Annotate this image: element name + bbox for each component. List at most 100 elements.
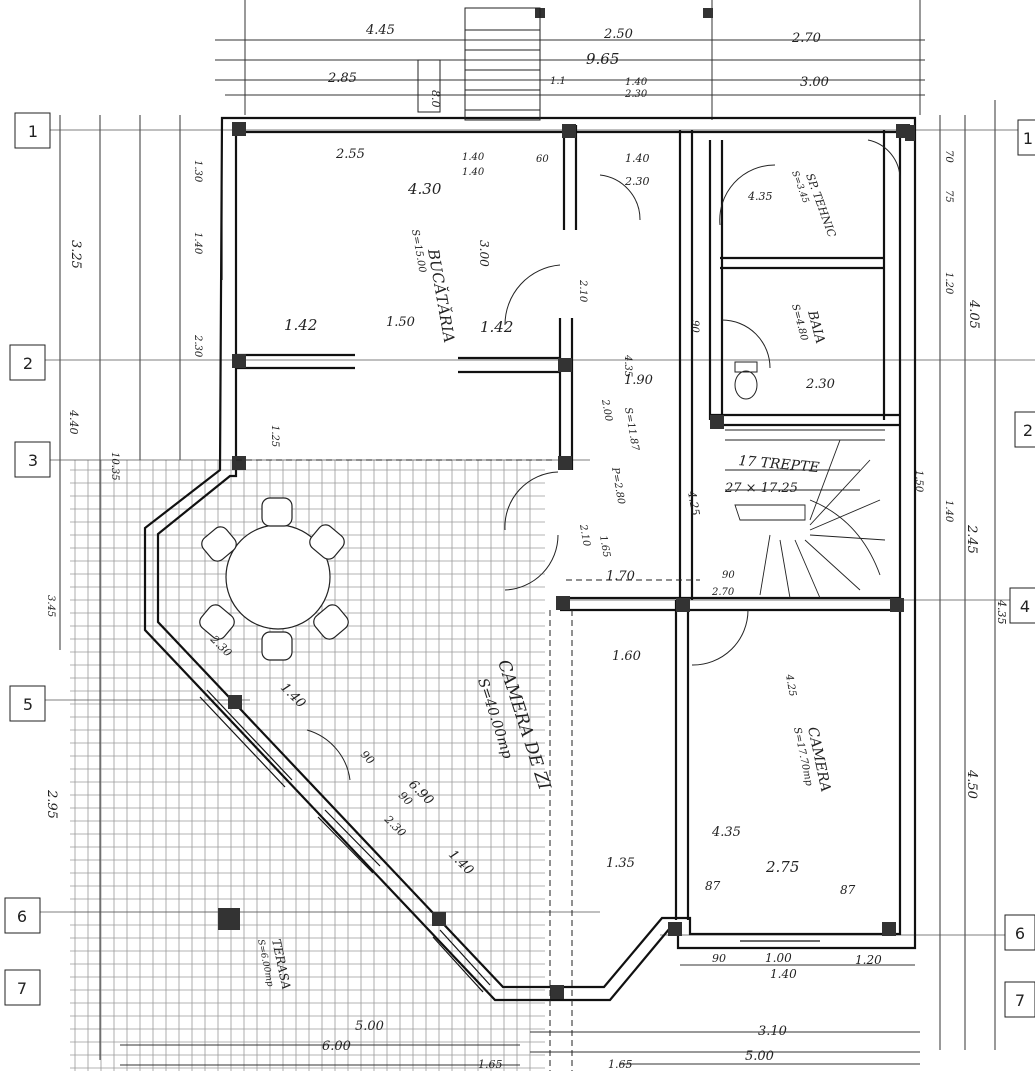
dim-right-4: 4.50 bbox=[964, 769, 979, 799]
dim-diag-7: 2.30 bbox=[207, 632, 234, 659]
dim-right-7: 1.40 bbox=[943, 500, 954, 523]
dim-left-5: 2.30 bbox=[192, 334, 203, 358]
dim-left-2: 4.40 bbox=[67, 409, 80, 435]
dim-misc-2: 2.10 bbox=[577, 279, 588, 303]
dim-hall-4: 1.70 bbox=[606, 569, 635, 584]
dim-left-4: 1.40 bbox=[192, 232, 203, 255]
dim-inner-2: 1.40 bbox=[462, 152, 485, 163]
axis-markers bbox=[4, 112, 1035, 1018]
dim-misc-7: 4.25 bbox=[685, 489, 702, 516]
axis-label-left-5: 5 bbox=[23, 695, 33, 714]
dim-diag-5: 1.40 bbox=[445, 847, 476, 878]
walls bbox=[143, 116, 917, 1002]
dim-inner-7: 4.35 bbox=[747, 190, 773, 203]
dining-table-icon bbox=[199, 497, 349, 661]
dim-living-7: 87 bbox=[840, 883, 856, 897]
staircase bbox=[725, 429, 886, 599]
axis-label-right-2: 2 bbox=[1023, 421, 1033, 440]
dim-bottom-5: 1.65 bbox=[478, 1058, 503, 1071]
dim-inner-4: 60 bbox=[536, 154, 549, 165]
columns bbox=[218, 8, 915, 999]
technical-name: SP. TEHNIC bbox=[803, 172, 838, 240]
dim-living-3: 4.35 bbox=[711, 825, 741, 840]
grid-axes bbox=[20, 129, 1035, 936]
dim-right-5: 70 bbox=[943, 150, 954, 163]
axis-marker-right-2 bbox=[1014, 411, 1035, 448]
kitchen-name: BUCĂTĂRIA bbox=[424, 247, 458, 345]
axis-label-right-1: 1 bbox=[1023, 129, 1033, 148]
bath-area: S=4.80 bbox=[789, 303, 809, 343]
dim-top3-3: 1.40 bbox=[625, 77, 648, 88]
dim-top3-4: 2.30 bbox=[624, 89, 648, 100]
dim-bottom-9: 1.20 bbox=[855, 953, 882, 967]
bath-name: BAIA bbox=[804, 308, 827, 345]
axis-marker-left-2 bbox=[9, 344, 46, 381]
dimension-lines bbox=[59, 0, 996, 1066]
dim-inner-5: 1.40 bbox=[625, 152, 650, 165]
dim-bottom-2: 6.00 bbox=[322, 1039, 351, 1054]
dim-right-2: 4.35 bbox=[995, 599, 1008, 625]
dashed-lines bbox=[236, 459, 700, 1071]
dim-inner-6: 2.30 bbox=[624, 175, 650, 188]
dim-hall-6: 2.00 bbox=[599, 398, 614, 423]
axis-marker-right-7 bbox=[1004, 981, 1035, 1018]
kitchen-area: S=15.00 bbox=[409, 229, 428, 275]
axis-marker-left-1 bbox=[14, 112, 51, 149]
axis-marker-right-6 bbox=[1004, 914, 1035, 951]
stairs-name: 17 TREPTE bbox=[738, 453, 820, 476]
dim-bottom-10: 90 bbox=[712, 952, 726, 965]
axis-label-right-6: 6 bbox=[1015, 924, 1025, 943]
dim-top-3: 2.70 bbox=[791, 31, 821, 46]
dim-misc-5: 90 bbox=[689, 320, 700, 333]
dim-bottom-4: 5.00 bbox=[745, 1049, 774, 1064]
dim-bottom-7: 1.00 bbox=[765, 951, 792, 965]
dim-right-6: 75 bbox=[943, 190, 954, 203]
dim-misc-6: 2.70 bbox=[711, 587, 735, 598]
dim-bottom-3: 3.10 bbox=[758, 1024, 787, 1039]
dim-kitchen-4: 1.50 bbox=[386, 315, 415, 330]
dim-top3-2: 1.1 bbox=[550, 76, 566, 87]
windows bbox=[199, 117, 820, 993]
dim-inner-1: 2.55 bbox=[335, 147, 365, 162]
entry-steps bbox=[417, 7, 541, 121]
dim-right-9: 1.50 bbox=[913, 470, 924, 493]
dim-kitchen-3: 1.42 bbox=[284, 316, 317, 334]
dim-right-8: 1.20 bbox=[943, 272, 954, 295]
door-swings bbox=[306, 139, 901, 781]
dim-hall-2: S=11.87 bbox=[622, 407, 641, 453]
axis-label-left-1: 1 bbox=[28, 122, 38, 141]
axis-marker-right-1 bbox=[1017, 119, 1035, 156]
dim-kitchen-2: 3.00 bbox=[477, 240, 491, 267]
axis-marker-left-3 bbox=[14, 441, 51, 478]
dim-right-1: 4.05 bbox=[966, 299, 981, 329]
dim-living-2: 4.25 bbox=[783, 673, 798, 698]
axis-marker-left-6 bbox=[4, 897, 41, 934]
dim-top-2: 2.50 bbox=[603, 27, 633, 42]
dim-hall-3: P=2.80 bbox=[609, 466, 627, 506]
axis-label-left-6: 6 bbox=[17, 907, 27, 926]
dim-misc-4: 2.30 bbox=[805, 377, 835, 392]
dim-diag-1: 1.40 bbox=[277, 680, 308, 711]
axis-label-left-3: 3 bbox=[28, 451, 38, 470]
axis-label-right-7: 7 bbox=[1015, 991, 1025, 1010]
axis-marker-right-4 bbox=[1009, 587, 1035, 624]
dim-bottom-1: 5.00 bbox=[355, 1019, 384, 1034]
dim-hall-7: 1.65 bbox=[597, 535, 612, 559]
dim-living-5: 2.75 bbox=[765, 858, 799, 876]
dim-bottom-8: 1.40 bbox=[770, 967, 797, 981]
dim-living-6: 87 bbox=[705, 879, 721, 893]
dim-hall-5: 2.10 bbox=[577, 523, 592, 548]
dim-bottom-6: 1.65 bbox=[608, 1058, 633, 1071]
dim-left-1: 3.25 bbox=[68, 240, 83, 269]
axis-label-right-4: 4 bbox=[1020, 597, 1030, 616]
dim-left-9: 3.45 bbox=[45, 595, 56, 617]
dim-right-3: 2.45 bbox=[964, 524, 979, 554]
dim-hall-1: 1.90 bbox=[624, 373, 653, 388]
axis-marker-left-5 bbox=[9, 685, 46, 722]
axis-label-left-7: 7 bbox=[17, 979, 27, 998]
dim-top-total: 9.65 bbox=[586, 50, 619, 68]
stairs-size: 27 × 17.25 bbox=[724, 481, 798, 496]
dim-top3-5: 3.00 bbox=[800, 75, 829, 90]
toilet-icon bbox=[734, 361, 758, 400]
